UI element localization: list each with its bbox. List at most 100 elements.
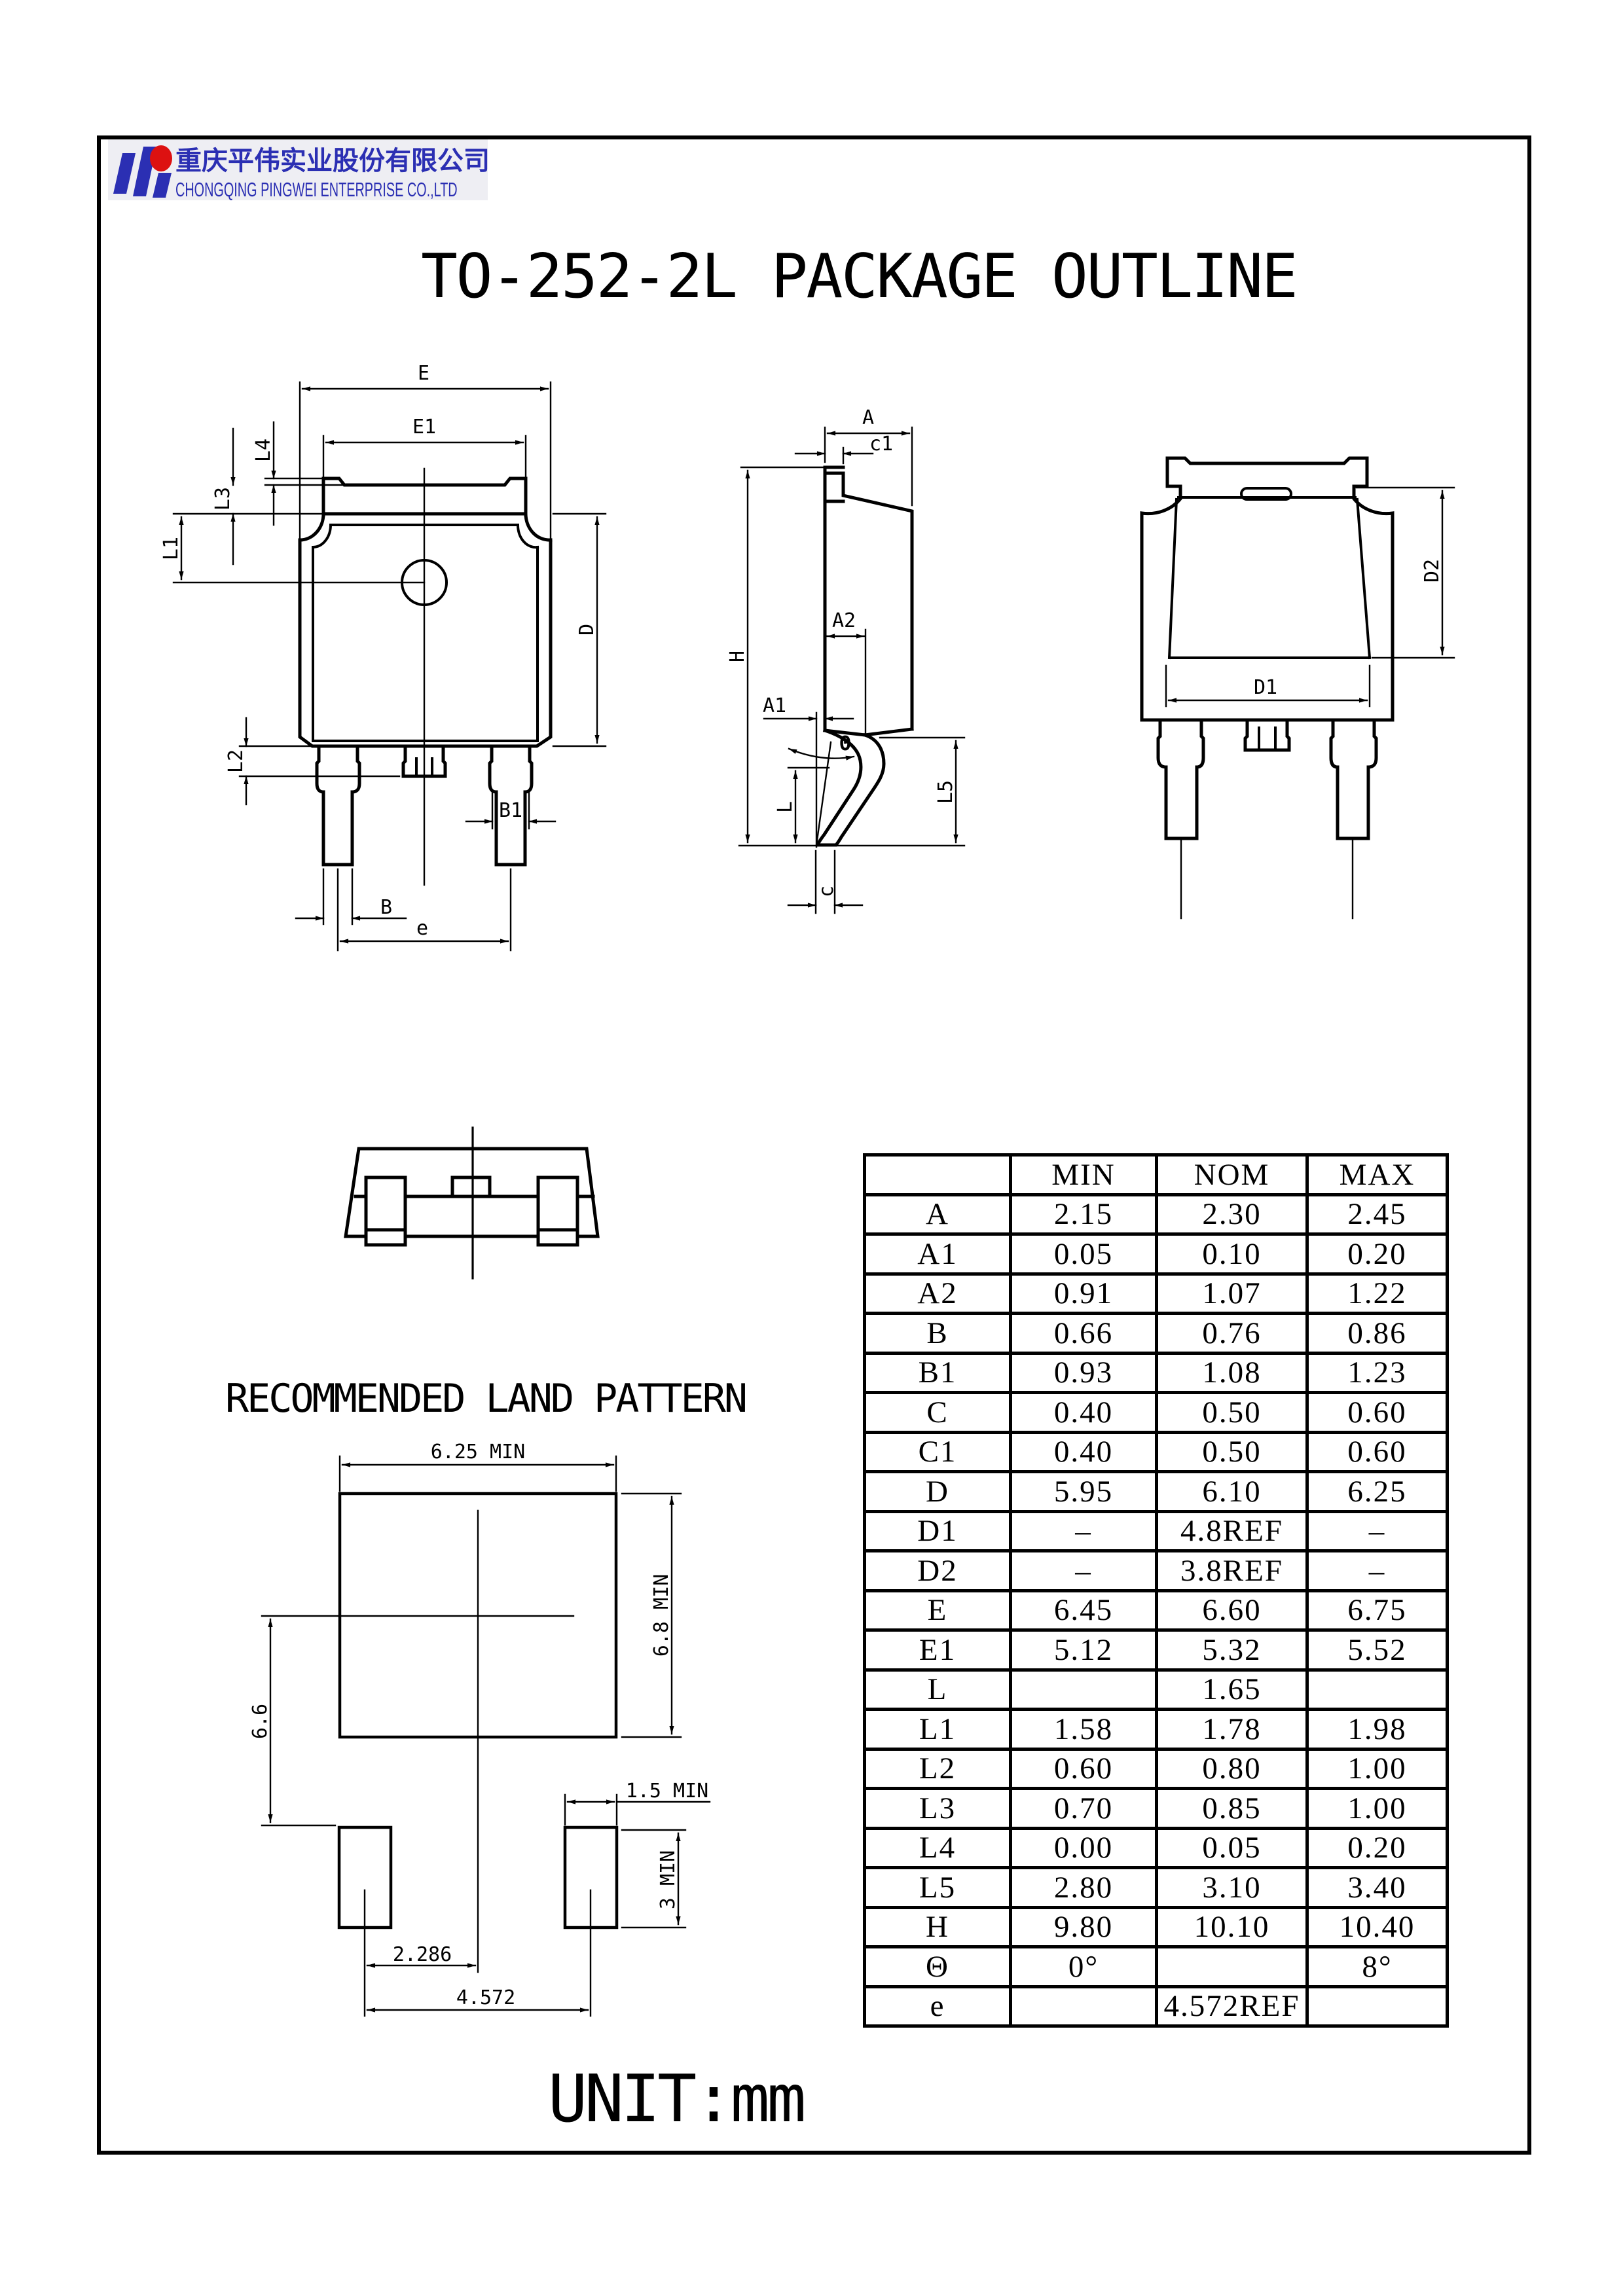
side-dim-A-label: A — [862, 406, 874, 429]
table-cell-min: 0.40 — [1009, 1430, 1158, 1473]
table-cell-param: B1 — [863, 1351, 1012, 1394]
table-cell-param: E1 — [863, 1628, 1012, 1672]
table-cell-min: 2.80 — [1009, 1866, 1158, 1909]
table-cell-max — [1305, 1984, 1449, 2028]
table-row: E1 5.12 5.32 5.52 — [863, 1628, 1449, 1672]
table-cell-param: L — [863, 1668, 1012, 1711]
table-cell-max — [1305, 1668, 1449, 1711]
side-dim-c-label: c — [815, 886, 838, 897]
land-pad-left — [337, 1825, 393, 1929]
front-dim-E1-label: E1 — [412, 416, 436, 439]
table-row: D1 – 4.8REF – — [863, 1509, 1449, 1552]
table-cell-param: B — [863, 1312, 1012, 1355]
table-cell-param: D1 — [863, 1509, 1012, 1552]
table-cell-param: A2 — [863, 1272, 1012, 1315]
table-cell-nom: 0.50 — [1155, 1430, 1309, 1473]
table-cell-min: 0.66 — [1009, 1312, 1158, 1355]
table-cell-min: 0.70 — [1009, 1787, 1158, 1830]
side-dim-c1 — [794, 446, 874, 465]
page-border-frame — [97, 135, 1531, 2155]
table-cell-nom: 3.8REF — [1155, 1549, 1309, 1592]
table-cell-max: 3.40 — [1305, 1866, 1449, 1909]
land-dim-offset-label: 6.6 — [249, 1704, 272, 1739]
side-dim-H-label: H — [726, 651, 749, 662]
side-dim-L-label: L — [774, 801, 797, 813]
table-cell-param: H — [863, 1905, 1012, 1948]
table-cell-param: A1 — [863, 1232, 1012, 1276]
front-dim-L2 — [238, 717, 401, 806]
table-row: A1 0.05 0.10 0.20 — [863, 1232, 1449, 1276]
front-dim-L3-label: L3 — [211, 487, 234, 511]
table-cell-nom: 10.10 — [1155, 1905, 1309, 1948]
table-cell-min: 0.93 — [1009, 1351, 1158, 1394]
table-cell-max: 0.20 — [1305, 1826, 1449, 1869]
logo-bar-1 — [113, 153, 136, 194]
table-row: B 0.66 0.76 0.86 — [863, 1312, 1449, 1355]
front-dim-B1-label: B1 — [499, 799, 522, 822]
table-cell-param: e — [863, 1984, 1012, 2028]
front-leads — [315, 744, 534, 867]
table-row: L 1.65 — [863, 1668, 1449, 1711]
table-row: L2 0.60 0.80 1.00 — [863, 1747, 1449, 1790]
table-cell-min: 0.05 — [1009, 1232, 1158, 1276]
table-cell-max: 0.86 — [1305, 1312, 1449, 1355]
side-dim-c1-label: c1 — [869, 433, 893, 456]
table-row: D2 – 3.8REF – — [863, 1549, 1449, 1592]
table-cell-nom: 3.10 — [1155, 1866, 1309, 1909]
unit-label: UNIT:mm — [548, 2060, 806, 2137]
table-cell-param: D — [863, 1470, 1012, 1513]
front-view: E E1 L4 — [160, 362, 607, 952]
table-cell-param: D2 — [863, 1549, 1012, 1592]
side-dim-L5-label: L5 — [934, 780, 957, 804]
side-dim-theta-label: Θ — [839, 732, 851, 755]
table-header-row: MIN NOM MAX — [863, 1153, 1449, 1196]
back-dim-D2-label: D2 — [1421, 559, 1444, 583]
back-view: D2 D1 — [1140, 456, 1455, 920]
table-cell-nom: 0.85 — [1155, 1787, 1309, 1830]
table-row: L1 1.58 1.78 1.98 — [863, 1708, 1449, 1751]
table-cell-nom: 0.05 — [1155, 1826, 1309, 1869]
table-cell-max: 1.00 — [1305, 1787, 1449, 1830]
table-row: H 9.80 10.10 10.40 — [863, 1905, 1449, 1948]
table-cell-nom: 0.76 — [1155, 1312, 1309, 1355]
table-cell-min: 0.00 — [1009, 1826, 1158, 1869]
land-dim-pitch-label: 4.572 — [456, 1986, 515, 2009]
front-dim-B-label: B — [380, 896, 392, 919]
table-cell-max: 10.40 — [1305, 1905, 1449, 1948]
company-name-chinese: 重庆平伟实业股份有限公司 — [175, 146, 490, 176]
land-pattern-caption: RECOMMENDED LAND PATTERN — [225, 1376, 748, 1422]
table-header-nom: NOM — [1155, 1153, 1309, 1196]
table-cell-min: 5.12 — [1009, 1628, 1158, 1672]
table-cell-param: C — [863, 1391, 1012, 1434]
table-row: D 5.95 6.10 6.25 — [863, 1470, 1449, 1513]
table-cell-max: 1.98 — [1305, 1708, 1449, 1751]
table-row: C1 0.40 0.50 0.60 — [863, 1430, 1449, 1473]
table-cell-max: 1.23 — [1305, 1351, 1449, 1394]
land-dim-height — [621, 1492, 682, 1738]
front-dim-e — [337, 868, 512, 952]
table-cell-max: 0.20 — [1305, 1232, 1449, 1276]
table-header-min: MIN — [1009, 1153, 1158, 1196]
table-cell-param: L2 — [863, 1747, 1012, 1790]
table-cell-max: 0.60 — [1305, 1391, 1449, 1434]
logo-background-band — [108, 139, 488, 200]
table-cell-min: – — [1009, 1549, 1158, 1592]
side-dim-A2-label: A2 — [832, 609, 856, 632]
front-dim-B1 — [465, 789, 556, 830]
front-dim-L2-label: L2 — [225, 749, 247, 773]
table-cell-max: 2.45 — [1305, 1193, 1449, 1236]
table-row: A2 0.91 1.07 1.22 — [863, 1272, 1449, 1315]
table-cell-max: 6.75 — [1305, 1588, 1449, 1632]
front-dim-L1-label: L1 — [160, 537, 183, 560]
table-cell-min: 1.58 — [1009, 1708, 1158, 1751]
front-dim-D-label: D — [575, 624, 598, 636]
land-pad-right — [563, 1825, 619, 1929]
front-dim-e-label: e — [416, 917, 428, 940]
side-dim-A — [824, 426, 913, 507]
back-leads — [1156, 718, 1378, 840]
back-dim-D1 — [1165, 664, 1371, 708]
back-lead-centerlines — [1180, 837, 1354, 920]
table-row: E 6.45 6.60 6.75 — [863, 1588, 1449, 1632]
table-cell-param: L5 — [863, 1866, 1012, 1909]
